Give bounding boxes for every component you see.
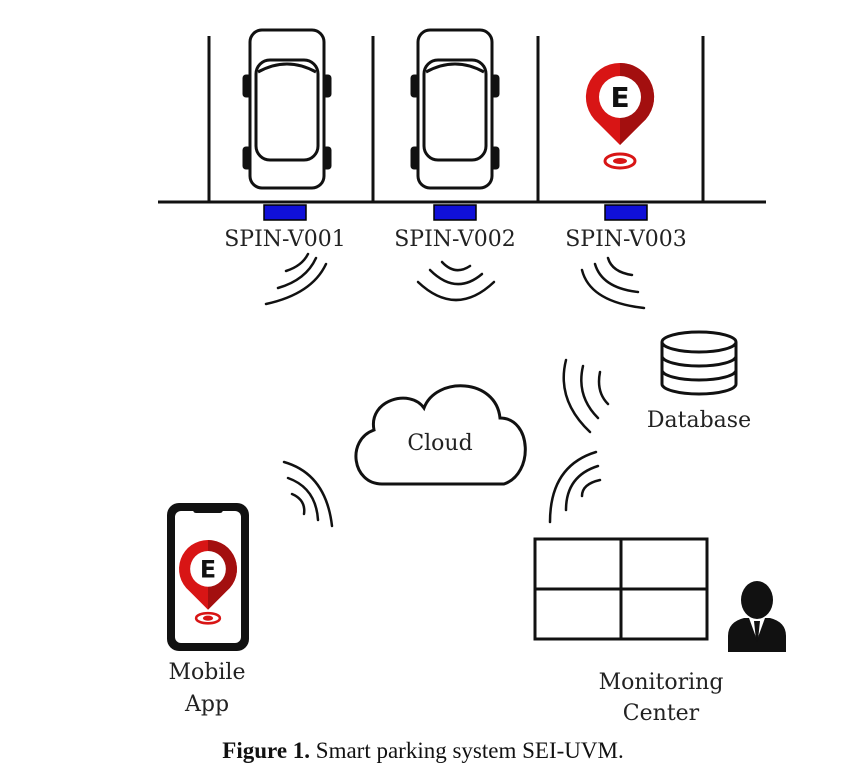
caption-prefix: Figure 1. (222, 738, 311, 763)
smartphone-icon: E (167, 503, 249, 651)
monitor-wall-icon (533, 537, 709, 641)
cloud-icon: Cloud (354, 384, 527, 486)
database-icon (660, 330, 738, 396)
pin-letter: E (200, 555, 216, 583)
monitoring-label-line2: Center (623, 701, 700, 726)
pin-letter: E (610, 81, 629, 114)
location-pin-icon: E (179, 539, 237, 625)
wifi-signal-icon (562, 358, 610, 434)
sensor-block (604, 204, 648, 221)
sensor-label: SPIN-V001 (224, 227, 346, 252)
cloud-label: Cloud (407, 431, 472, 456)
wifi-signal-icon (416, 260, 496, 302)
wifi-signal-icon (580, 256, 646, 310)
sensor-label: SPIN-V002 (394, 227, 516, 252)
caption-text: Smart parking system SEI-UVM. (310, 738, 624, 763)
car-icon (242, 28, 332, 190)
database-label: Database (647, 408, 751, 433)
sensor-block (263, 204, 307, 221)
person-icon (728, 581, 786, 652)
monitoring-label-line1: Monitoring (599, 670, 724, 695)
wifi-signal-icon (548, 450, 602, 524)
parking-lot (158, 36, 766, 204)
wifi-signal-icon (282, 460, 334, 528)
sensor-block (433, 204, 477, 221)
mobile-label-line1: Mobile (169, 660, 246, 685)
car-icon (410, 28, 500, 190)
mobile-label-line2: App (184, 692, 229, 717)
figure-caption: Figure 1. Smart parking system SEI-UVM. (0, 738, 846, 764)
sensor-label: SPIN-V003 (565, 227, 687, 252)
location-pin-icon: E (585, 62, 655, 170)
wifi-signal-icon (264, 252, 328, 306)
